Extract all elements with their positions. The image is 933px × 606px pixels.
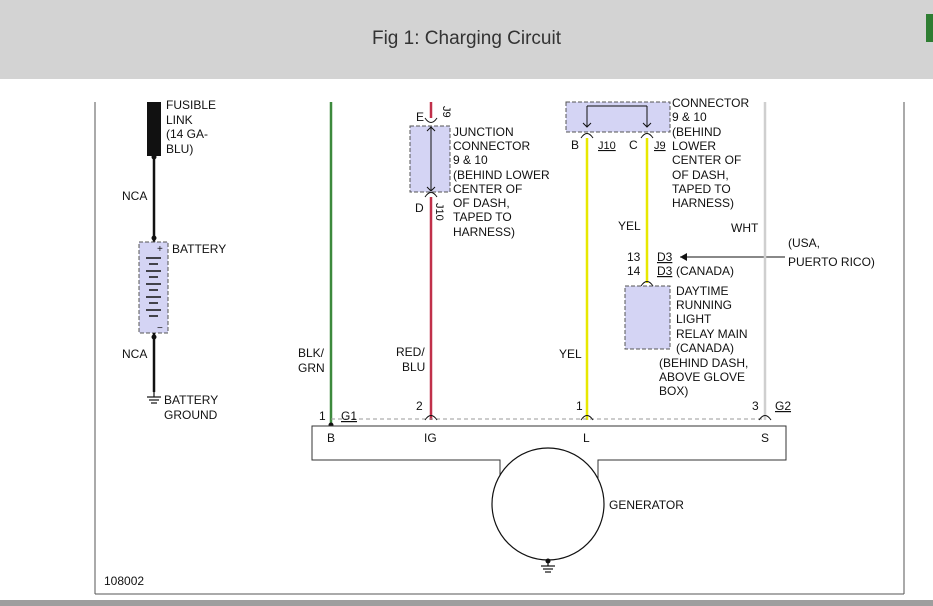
puerto-rico-label: PUERTO RICO) <box>788 255 875 269</box>
canada-label: (CANADA) <box>676 264 734 278</box>
jumper-arrow-bottom-icon <box>426 186 436 192</box>
j10-bottom-connector-id: J10 <box>433 203 445 221</box>
battery-minus-sign: − <box>157 323 163 334</box>
drl-label-7: ABOVE GLOVE <box>659 370 745 384</box>
drl-label-1: DAYTIME <box>676 284 728 298</box>
nca-label-top: NCA <box>122 189 147 203</box>
figure-id: 108002 <box>104 574 144 588</box>
pin-3-label: 3 <box>752 399 759 413</box>
pin-e-label: E <box>416 110 424 124</box>
pin-13-label: 13 <box>627 250 641 264</box>
pin-d-terminal-icon <box>424 192 438 198</box>
generator-circle-icon <box>491 447 605 561</box>
junction-left-label-8: HARNESS) <box>453 225 515 239</box>
figure-title: Fig 1: Charging Circuit <box>371 28 562 49</box>
jumper-arrow-top-icon <box>426 126 436 132</box>
junction-left-label-5: CENTER OF <box>453 182 522 196</box>
d3-canada-connector-id: D3 <box>657 264 673 278</box>
red-blu-label-2: BLU <box>402 360 425 374</box>
pin1b-terminal-icon <box>580 415 594 421</box>
fusible-link-label-2: LINK <box>166 113 193 127</box>
yel-wire-label: YEL <box>559 347 582 361</box>
side-tab[interactable] <box>926 14 933 42</box>
drl-relay-box <box>624 285 671 350</box>
pin-b-label: B <box>571 138 579 152</box>
drl-yel-label: YEL <box>618 219 641 233</box>
pin-2-label: 2 <box>416 399 423 413</box>
j10-right-connector-id: J10 <box>598 140 616 152</box>
blk-grn-label-2: GRN <box>298 361 325 375</box>
g2-connector-id: G2 <box>775 399 791 413</box>
figure-header: Fig 1: Charging Circuit <box>0 0 933 79</box>
battery-ground-label-2: GROUND <box>164 408 218 422</box>
blk-grn-label-1: BLK/ <box>298 346 325 360</box>
pin2-terminal-icon <box>424 415 438 421</box>
junction-right-label-2: 9 & 10 <box>672 110 707 124</box>
fusible-link-label-1: FUSIBLE <box>166 98 216 112</box>
pin-d-label: D <box>415 201 424 215</box>
wht-wire-label: WHT <box>731 221 759 235</box>
pin-1b-label: 1 <box>576 399 583 413</box>
junction-left-label-1: JUNCTION <box>453 125 514 139</box>
battery-plus-sign: + <box>157 244 163 255</box>
junction-dot <box>151 154 157 160</box>
junction-right-label-4: LOWER <box>672 139 716 153</box>
junction-right-label-6: OF DASH, <box>672 168 729 182</box>
junction-connector-left-box <box>409 125 451 193</box>
junction-dot <box>151 334 157 340</box>
drl-label-8: BOX) <box>659 384 688 398</box>
usa-label: (USA, <box>788 236 820 250</box>
terminal-s-label: S <box>761 431 769 445</box>
drl-label-5: (CANADA) <box>676 341 734 355</box>
drl-label-6: (BEHIND DASH, <box>659 356 748 370</box>
terminal-l-label: L <box>583 431 590 445</box>
bottom-scrollbar[interactable] <box>0 600 933 606</box>
red-blu-label-1: RED/ <box>396 345 425 359</box>
junction-right-label-1: CONNECTOR <box>672 96 749 110</box>
pin-14-label: 14 <box>627 264 641 278</box>
junction-left-label-7: TAPED TO <box>453 210 512 224</box>
fusible-link-label-4: BLU) <box>166 142 193 156</box>
battery-cells-icon <box>146 257 161 317</box>
pin3-terminal-icon <box>758 415 772 421</box>
battery-symbol <box>138 241 169 334</box>
battery-ground-label-1: BATTERY <box>164 393 218 407</box>
relay-terminal-icon <box>640 281 654 287</box>
battery-label: BATTERY <box>172 242 226 256</box>
fusible-link-label-3: (14 GA- <box>166 127 208 141</box>
battery-ground-icon <box>147 392 161 404</box>
j9-right-connector-id: J9 <box>654 140 666 152</box>
arrow-left-icon <box>680 253 687 261</box>
nca-label-bottom: NCA <box>122 347 147 361</box>
drl-label-4: RELAY MAIN <box>676 327 748 341</box>
d3-usa-connector-id: D3 <box>657 250 673 264</box>
junction-right-label-5: CENTER OF <box>672 153 741 167</box>
junction-right-label-8: HARNESS) <box>672 196 734 210</box>
terminal-ig-label: IG <box>424 431 437 445</box>
generator-ground-icon <box>541 561 555 573</box>
junction-right-label-7: TAPED TO <box>672 182 731 196</box>
g1-connector-id: G1 <box>341 409 357 423</box>
pin-c-label: C <box>629 138 638 152</box>
junction-dot <box>151 235 157 241</box>
junction-left-label-4: (BEHIND LOWER <box>453 168 550 182</box>
pin-1-label: 1 <box>319 409 326 423</box>
connector-jumper-icon <box>582 105 652 128</box>
fusible-link-symbol <box>147 102 161 156</box>
drl-label-2: RUNNING <box>676 298 732 312</box>
pin-b-terminal-icon <box>580 133 594 139</box>
junction-left-label-6: OF DASH, <box>453 196 510 210</box>
terminal-b-label: B <box>327 431 335 445</box>
junction-right-label-3: (BEHIND <box>672 125 722 139</box>
j9-top-connector-id: J9 <box>440 106 452 118</box>
junction-left-label-3: 9 & 10 <box>453 153 488 167</box>
drl-label-3: LIGHT <box>676 312 712 326</box>
junction-left-label-2: CONNECTOR <box>453 139 530 153</box>
pin-c-terminal-icon <box>640 133 654 139</box>
pin-e-terminal-icon <box>424 117 438 123</box>
generator-label: GENERATOR <box>609 498 684 512</box>
junction-connector-right-box <box>565 101 671 133</box>
